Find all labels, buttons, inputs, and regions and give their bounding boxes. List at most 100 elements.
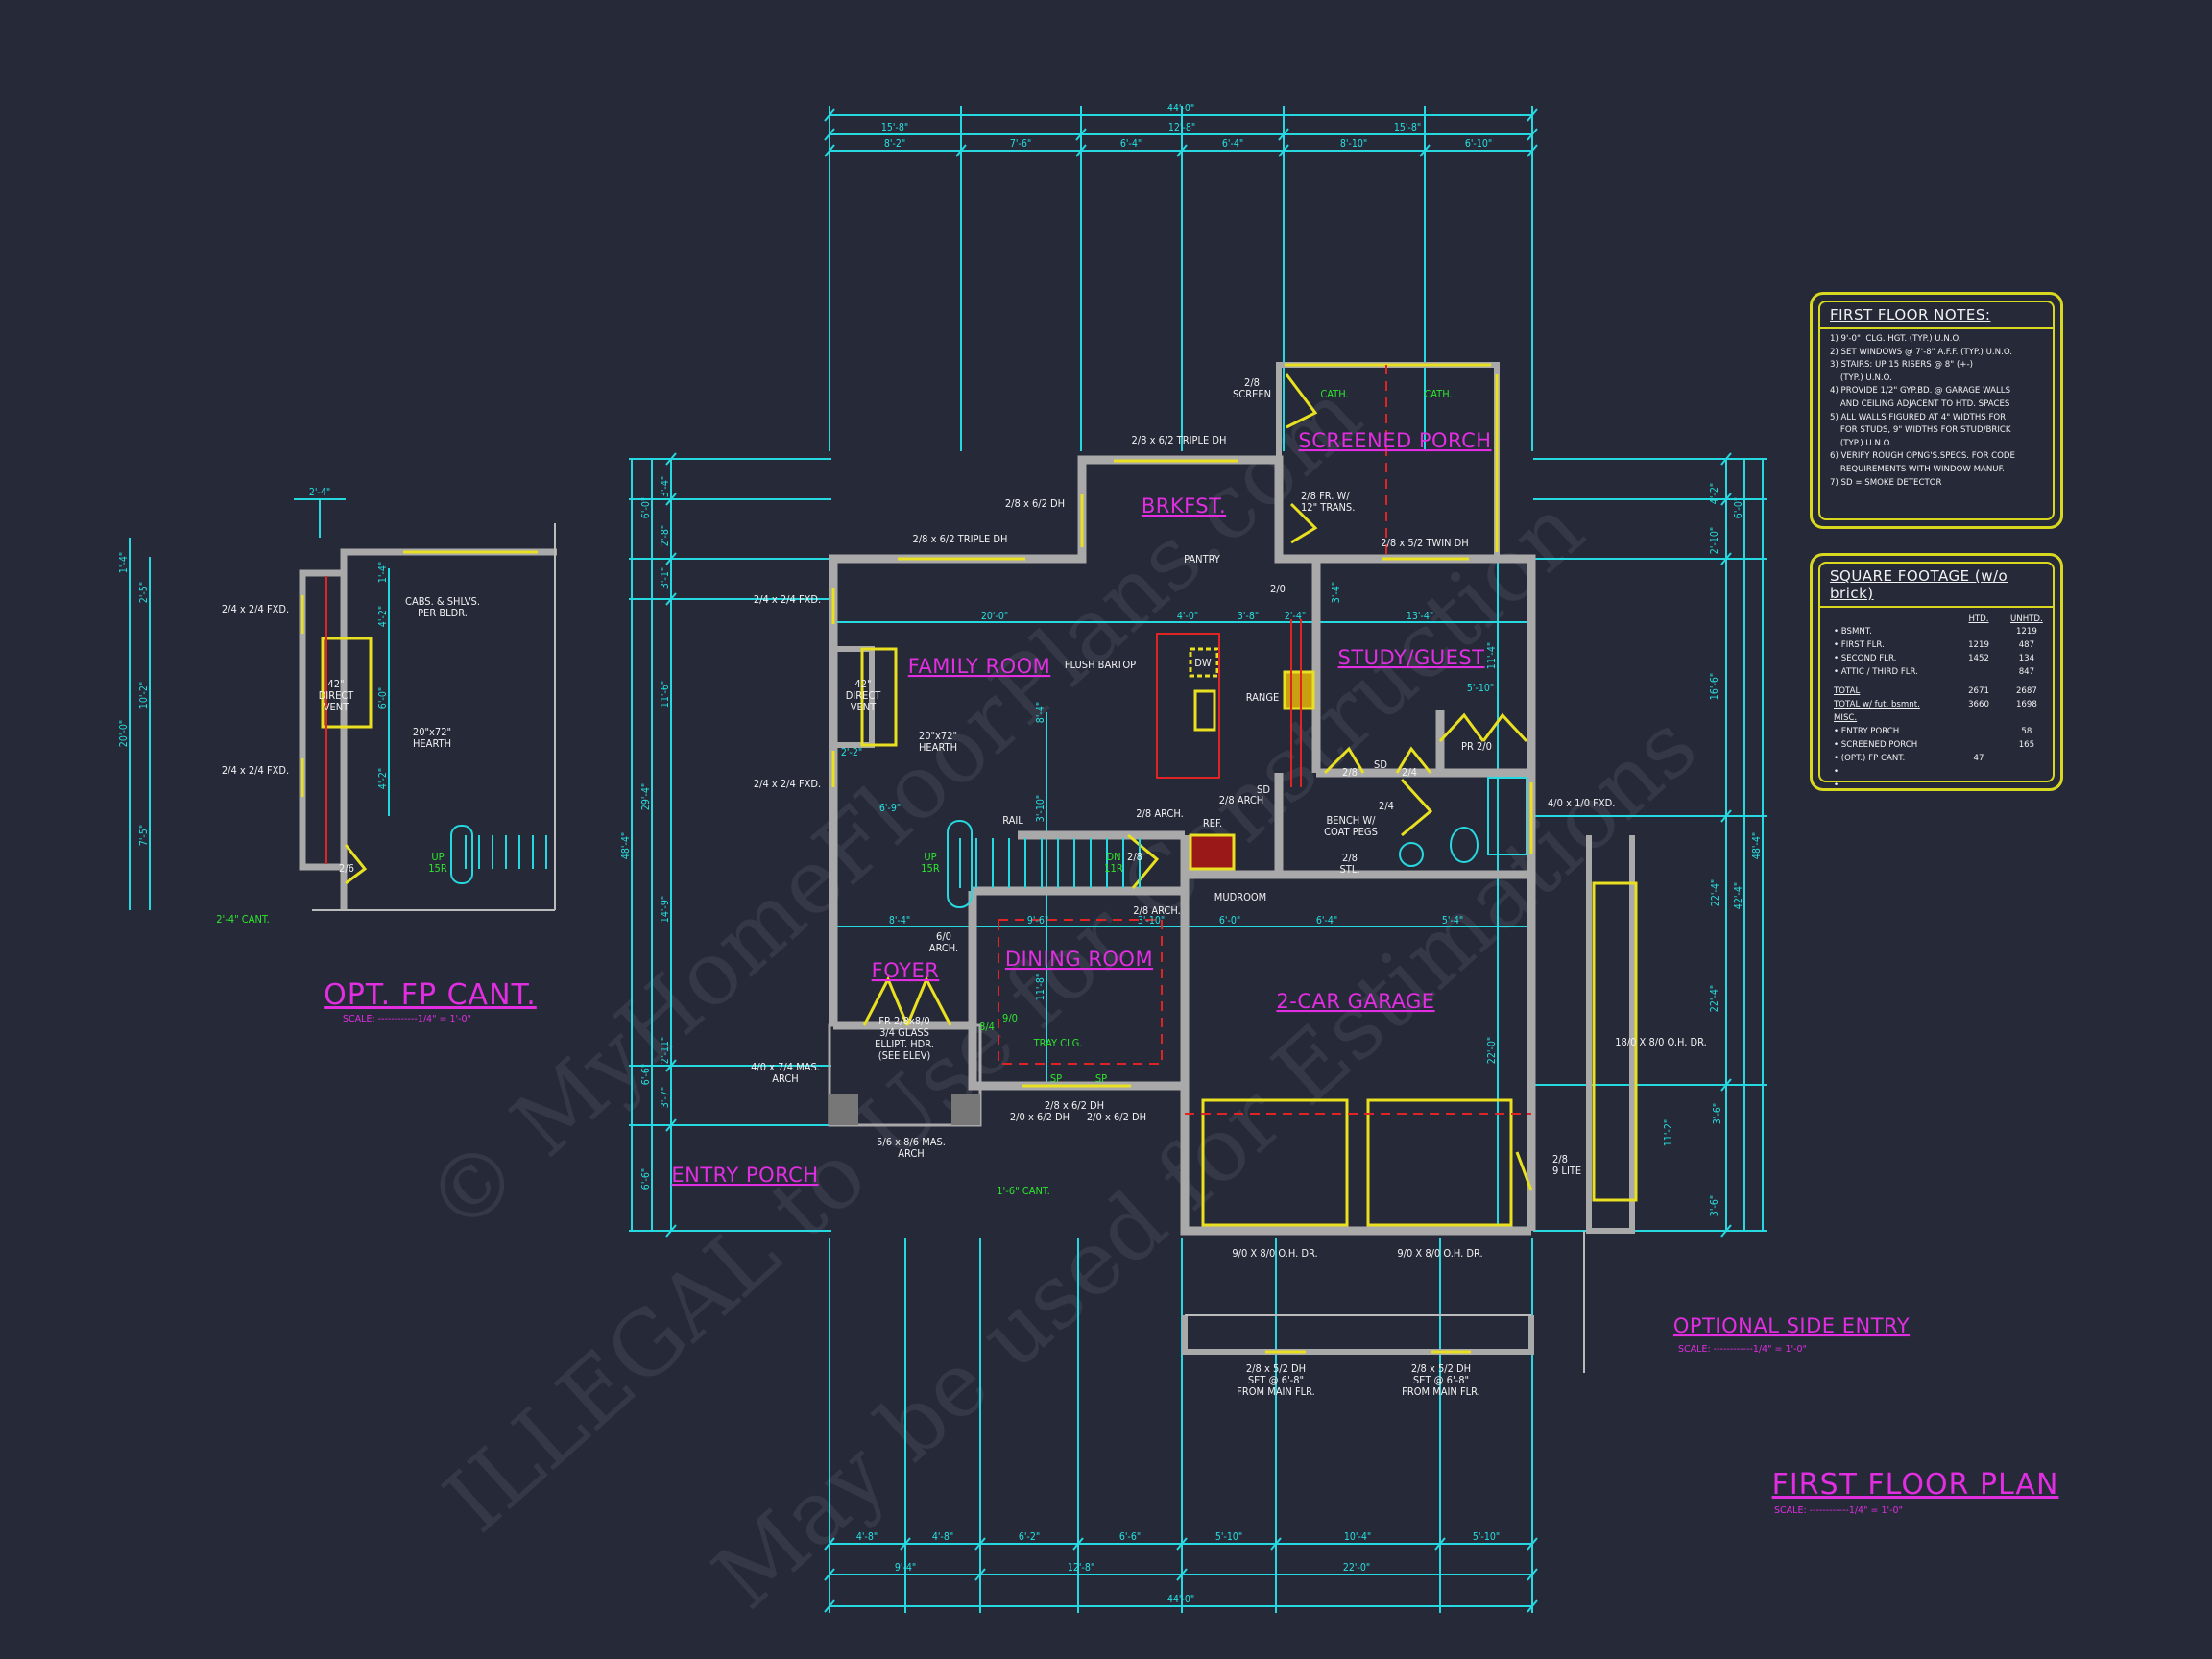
watermark: © MyHomeFloorPlans.com ILLEGAL to Use fo… — [406, 363, 1716, 1628]
dimension-label: 15'-8" — [881, 122, 908, 133]
optional-side-entry-title: OPTIONAL SIDE ENTRY — [1673, 1314, 1910, 1337]
note-line: (TYP.) U.N.O. — [1830, 438, 1892, 448]
annotation-label: SP — [1050, 1072, 1062, 1085]
annotation-label: 2/8 x 6/2 DH — [1005, 497, 1065, 510]
dimension-label: 4'-2" — [1709, 483, 1720, 504]
dimension-label: 8'-10" — [1340, 138, 1367, 150]
room-label-foyer: FOYER — [872, 959, 940, 982]
dimension-label: 6'-0" — [1733, 497, 1744, 518]
dimension-tick — [1720, 809, 1732, 823]
dimension-label: 11'-4" — [1486, 642, 1498, 669]
sqft-unhtd: 165 — [2018, 740, 2035, 750]
annotation-label: ARCH — [898, 1147, 924, 1160]
dimension-label: 3'-10" — [1138, 915, 1165, 926]
optional-side-entry-scale: SCALE: ------------1/4" = 1'-0" — [1678, 1344, 1807, 1355]
dimension-tick — [665, 493, 677, 506]
sqft-label: • ATTIC / THIRD FLR. — [1834, 667, 1918, 677]
dimension-label: 6'-2" — [1019, 1531, 1040, 1543]
dimension-label: 9'-4" — [895, 1562, 916, 1574]
room-label-entry-porch: ENTRY PORCH — [671, 1164, 818, 1187]
annotation-label: 42" — [854, 678, 871, 690]
openings — [301, 363, 1638, 1354]
note-line: AND CEILING ADJACENT TO HTD. SPACES — [1830, 398, 2010, 409]
dimension-label: 1'-4" — [118, 552, 130, 573]
square-footage-panel: SQUARE FOOTAGE (w/o brick) HTD.UNHTD. • … — [1810, 553, 2063, 791]
annotation-label: DW — [1194, 657, 1212, 669]
dimension-label: 3'-8" — [1238, 611, 1259, 622]
dimension-label: 16'-6" — [1709, 673, 1720, 700]
note-line: FOR STUDS, 9" WIDTHS FOR STUD/BRICK — [1830, 425, 2011, 436]
annotation-label: 9/0 X 8/0 O.H. DR. — [1397, 1247, 1482, 1260]
dimension-label: 6'-6" — [640, 1064, 652, 1085]
dimension-label: 3'-7" — [660, 1087, 671, 1108]
sqft-label: • ENTRY PORCH — [1834, 727, 1900, 736]
annotation-label: BENCH W/ — [1326, 814, 1376, 827]
note-line: 6) VERIFY ROUGH OPNG'S.SPECS. FOR CODE — [1830, 451, 2015, 462]
note-line: 3) STAIRS: UP 15 RISERS @ 8" (+-) — [1830, 360, 1973, 371]
door-swing — [1323, 746, 1433, 837]
dimension-label: 20'-0" — [981, 611, 1008, 622]
dimension-tick — [1720, 1078, 1732, 1092]
annotation-label: SCREEN — [1233, 388, 1271, 400]
annotation-label: 4/0 x 1/0 FXD. — [1548, 797, 1615, 809]
dimension-tick — [1720, 552, 1732, 565]
annotation-label: DN — [1106, 851, 1120, 863]
stairs — [450, 820, 1141, 908]
side-garage-door — [1592, 881, 1638, 1202]
dimension-tick — [1720, 452, 1732, 466]
annotation-label: 2/4 x 2/4 FXD. — [754, 593, 821, 606]
room-label-brkfst: BRKFST. — [1142, 494, 1226, 517]
room-label-family-room: FAMILY ROOM — [908, 655, 1051, 678]
sqft-unhtd — [2007, 711, 2047, 725]
front-door — [862, 975, 952, 1026]
dimension-label: 8'-2" — [884, 138, 905, 150]
annotation-label: 11R — [1104, 862, 1123, 875]
sqft-htd — [1951, 625, 2007, 638]
annotation-label: 2/8 — [1342, 766, 1358, 779]
dimension-label: 5'-4" — [1442, 915, 1463, 926]
door-swing — [344, 373, 1533, 1191]
porch-pier — [951, 1094, 980, 1125]
annotation-label: (SEE ELEV) — [878, 1049, 931, 1062]
annotation-label: FROM MAIN FLR. — [1237, 1385, 1315, 1398]
dimension-label: 8'-4" — [1035, 702, 1046, 723]
square-footage-row: • — [1830, 779, 2047, 792]
annotation-label: SP — [1095, 1072, 1107, 1085]
sqft-htd — [1951, 779, 2007, 792]
sqft-htd: 3660 — [1968, 700, 1989, 709]
annotation-label: 8/4 — [979, 1021, 995, 1033]
dimension-label: 5'-10" — [1473, 1531, 1500, 1543]
dimension-label: 2'-11" — [660, 1037, 671, 1064]
garage-extension-wall — [1182, 1315, 1534, 1355]
annotation-label: 2'-4" CANT. — [216, 913, 270, 926]
opt-fp-cant-title: OPT. FP CANT. — [324, 978, 537, 1012]
annotation-label: VENT — [324, 701, 349, 713]
sqft-htd — [1951, 665, 2007, 682]
dimension-label: 12'-8" — [1168, 122, 1195, 133]
dimension-label: 4'-2" — [377, 768, 389, 789]
dimension-tick — [1527, 1599, 1538, 1613]
annotation-label: 1'-6" CANT. — [997, 1185, 1050, 1197]
annotation-label: PANTRY — [1184, 553, 1221, 565]
opt-fp-cant-scale: SCALE: ------------1/4" = 1'-0" — [343, 1014, 471, 1024]
sqft-unhtd: 487 — [2018, 640, 2035, 650]
dimension-label: 4'-8" — [856, 1531, 878, 1543]
side-entry-wall — [1586, 835, 1635, 1234]
annotation-label: 2/8 x 6/2 TRIPLE DH — [913, 533, 1008, 545]
annotation-label: SD — [1257, 783, 1270, 796]
dimension-tick — [665, 1059, 677, 1072]
dimension-label: 6'-0" — [1219, 915, 1240, 926]
room-label-dining-room: DINING ROOM — [1005, 948, 1153, 971]
dimension-label: 5'-10" — [1467, 683, 1494, 694]
annotation-label: FROM MAIN FLR. — [1402, 1385, 1480, 1398]
dimension-label: 13'-4" — [1407, 611, 1433, 622]
annotation-label: 2/8 x 5/2 DH — [1411, 1362, 1471, 1375]
dimension-label: 48'-4" — [1751, 832, 1763, 859]
dimension-label: 3'-4" — [1331, 582, 1342, 603]
annotation-label: UP — [431, 851, 444, 863]
sqft-unhtd: 134 — [2018, 654, 2035, 663]
dimension-tick — [665, 1224, 677, 1238]
